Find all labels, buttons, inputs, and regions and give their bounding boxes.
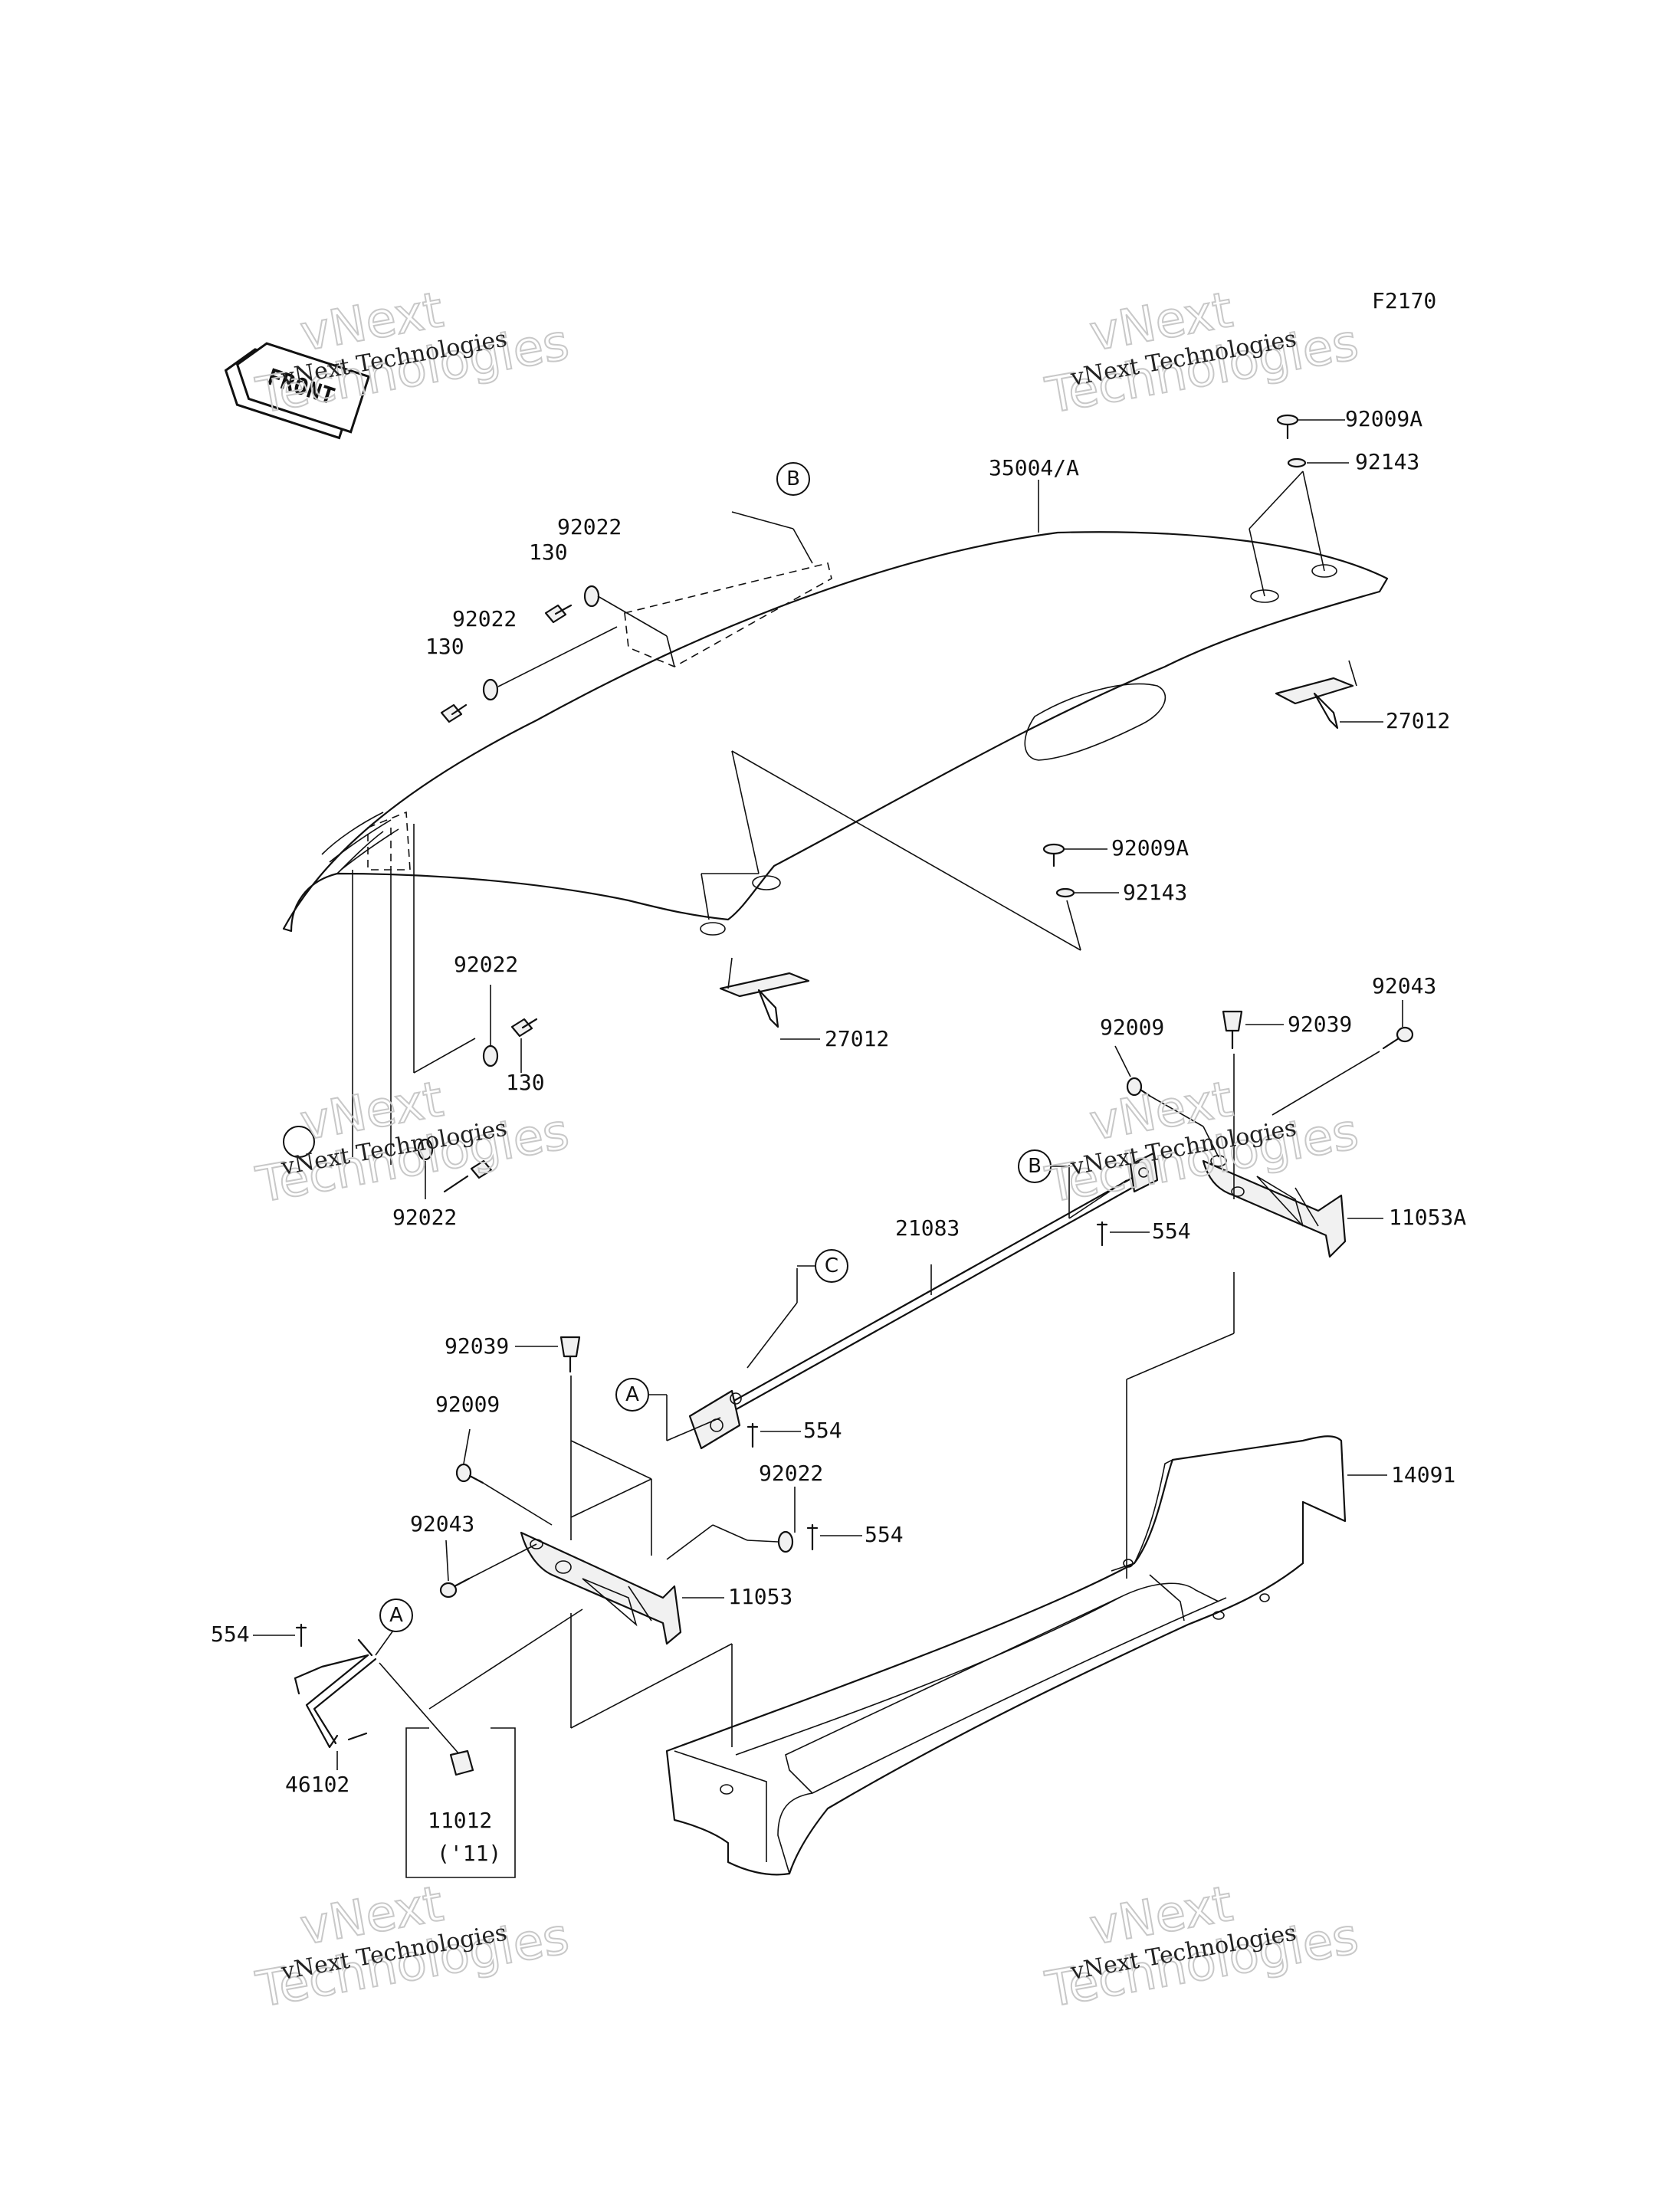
hinge-11053a [1202, 1155, 1347, 1258]
label-92009-right: 92009 [1100, 1015, 1164, 1040]
callout-b-top: B [776, 462, 810, 496]
label-92022-b: 92022 [452, 606, 517, 631]
label-554-right: 554 [1152, 1218, 1191, 1244]
tray-14091 [665, 1435, 1347, 1876]
callout-circle-c [283, 1126, 315, 1158]
label-130-c: 130 [506, 1070, 545, 1095]
washer-92022-c [482, 1044, 499, 1067]
label-11012-year: ('11) [437, 1841, 501, 1866]
cotter-pin-554-mid [746, 1422, 759, 1448]
callout-b-right: B [1018, 1149, 1052, 1183]
bolt-92043-right [1382, 1026, 1414, 1050]
clip-92009a-mid [1042, 843, 1075, 898]
bolt-130-a [544, 604, 573, 624]
rivet-92039-left [559, 1336, 581, 1373]
label-92022-a: 92022 [557, 514, 622, 539]
label-35004a: 35004/A [989, 455, 1079, 480]
callout-a-left: A [379, 1599, 413, 1632]
label-92009a-mid: 92009A [1111, 835, 1189, 861]
label-554-mid: 554 [803, 1418, 842, 1443]
watermark-top-right: vNext Technologies vNext Technologies [1041, 281, 1363, 426]
label-554-e: 554 [865, 1522, 904, 1547]
label-92022-d: 92022 [392, 1205, 457, 1230]
rivet-92039-right [1222, 1010, 1243, 1050]
screw-92009-right [1126, 1077, 1151, 1097]
svg-text:A: A [389, 1604, 403, 1627]
cotter-pin-554-e [806, 1523, 819, 1551]
label-92009a-top: 92009A [1345, 406, 1422, 431]
callout-a-mid: A [615, 1378, 649, 1412]
hinge-11053 [520, 1531, 682, 1645]
label-92043-left: 92043 [410, 1511, 474, 1536]
cap-11012 [449, 1749, 474, 1776]
label-554-left: 554 [211, 1622, 250, 1647]
label-92022-c: 92022 [454, 952, 518, 977]
watermark-mid-right: vNext Technologies vNext Technologies [1041, 1071, 1363, 1215]
bolt-130-b [440, 703, 468, 723]
label-11012: 11012 [428, 1808, 492, 1833]
seat-stay-46102 [294, 1638, 377, 1749]
label-46102: 46102 [285, 1772, 349, 1797]
label-92043-right: 92043 [1372, 973, 1436, 998]
cotter-pin-554-left [295, 1623, 307, 1648]
label-130-b: 130 [425, 634, 464, 659]
bolt-130-c [510, 1018, 538, 1038]
label-92143-top: 92143 [1355, 449, 1419, 474]
clip-92009a-top [1276, 414, 1307, 468]
label-27012-mid: 27012 [825, 1026, 889, 1051]
bolt-92043-left [439, 1577, 471, 1599]
svg-text:B: B [786, 467, 800, 490]
screw-92009-left [455, 1463, 484, 1484]
washer-92022-d [417, 1138, 434, 1161]
bracket-27012-mid [719, 972, 810, 1028]
svg-text:B: B [1028, 1155, 1042, 1178]
label-21083: 21083 [895, 1215, 960, 1241]
cotter-pin-554-right [1096, 1221, 1108, 1247]
washer-92022-e [777, 1530, 794, 1553]
seat-cover [282, 531, 1389, 936]
label-92009-left: 92009 [435, 1392, 500, 1417]
watermark-bottom-right: vNext Technologies vNext Technologies [1041, 1875, 1363, 2020]
label-92039-right: 92039 [1288, 1012, 1352, 1037]
figure-code: F2170 [1372, 288, 1436, 313]
washer-92022-b [482, 678, 499, 701]
callout-c: C [815, 1249, 848, 1283]
front-arrow-icon: FRONT [224, 342, 371, 440]
svg-text:A: A [625, 1383, 639, 1406]
watermark-top-left: vNext Technologies vNext Technologies [251, 281, 574, 426]
watermark-bottom-left: vNext Technologies vNext Technologies [251, 1875, 574, 2020]
label-92143-mid: 92143 [1123, 880, 1187, 905]
washer-92022-a [583, 585, 600, 608]
label-92022-e: 92022 [759, 1461, 823, 1486]
label-130-a: 130 [529, 539, 568, 565]
label-11053: 11053 [728, 1584, 792, 1609]
svg-text:C: C [825, 1254, 838, 1277]
label-27012-right: 27012 [1386, 708, 1450, 733]
bracket-27012-right [1275, 677, 1354, 730]
bolt-130-d [443, 1159, 493, 1193]
label-92039-left: 92039 [445, 1333, 509, 1359]
label-11053a: 11053A [1389, 1205, 1466, 1230]
label-14091: 14091 [1391, 1462, 1455, 1487]
